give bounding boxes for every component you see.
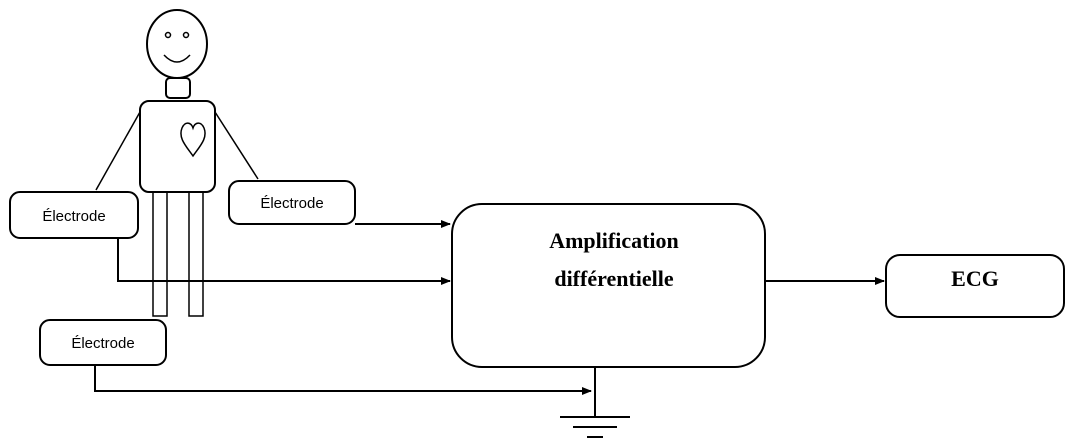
heart-icon bbox=[180, 122, 206, 158]
torso bbox=[139, 100, 216, 193]
smile bbox=[163, 54, 191, 63]
right-leg bbox=[188, 191, 204, 317]
wire-left-arm-to-amplifier bbox=[117, 238, 451, 285]
right-eye bbox=[182, 31, 190, 39]
ecg-block: ECG bbox=[885, 254, 1065, 318]
electrode-right-arm-label: Électrode bbox=[260, 195, 323, 212]
amplifier-label-line2: différentielle bbox=[554, 266, 674, 291]
electrode-left-arm: Électrode bbox=[9, 191, 139, 239]
electrode-leg-label: Électrode bbox=[71, 335, 134, 352]
electrode-right-arm: Électrode bbox=[228, 180, 356, 225]
ground-icon bbox=[560, 367, 630, 438]
amplifier-label-line1: Amplification bbox=[549, 228, 679, 253]
amplifier-block: Amplification différentielle bbox=[451, 203, 766, 368]
left-leg bbox=[152, 191, 168, 317]
left-eye bbox=[164, 31, 172, 39]
right-arm bbox=[214, 111, 259, 180]
electrode-leg: Électrode bbox=[39, 319, 167, 366]
wire-leg-to-ground bbox=[94, 364, 592, 395]
human-figure bbox=[95, 9, 259, 317]
electrode-left-arm-label: Électrode bbox=[42, 208, 105, 225]
ecg-label: ECG bbox=[951, 266, 999, 291]
neck bbox=[165, 77, 191, 99]
left-arm bbox=[95, 111, 141, 191]
head bbox=[146, 9, 208, 79]
